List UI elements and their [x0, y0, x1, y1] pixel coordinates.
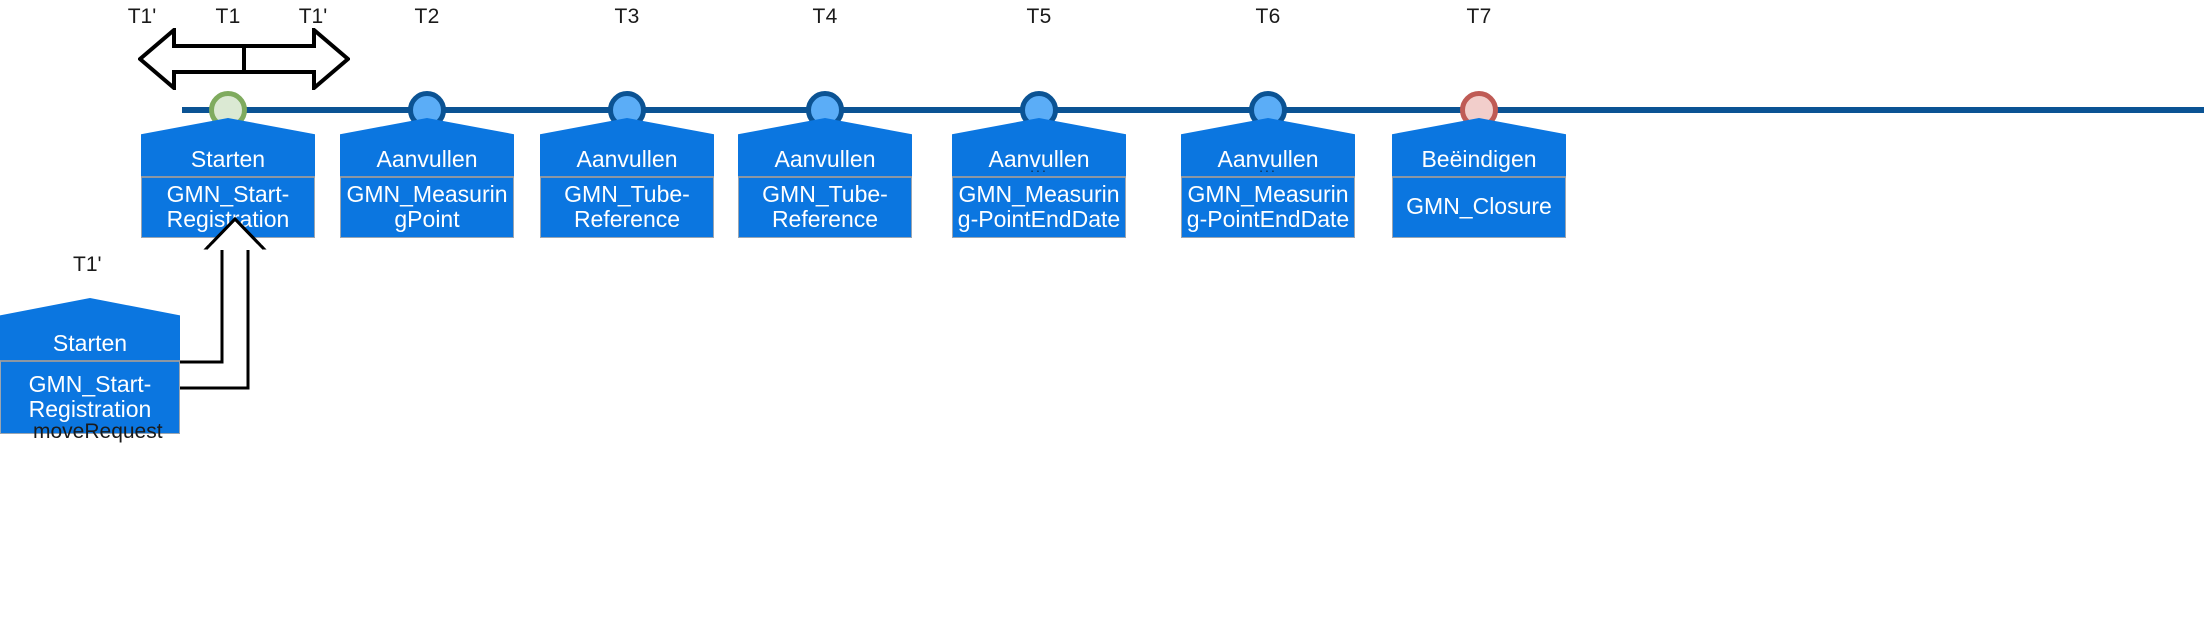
- event-detached-gmn-start-registration[interactable]: Starten GMN_Start-Registration: [0, 298, 180, 434]
- shift-left-tag: T1': [127, 5, 157, 28]
- event-name-box: GMN_Start-Registration: [141, 176, 315, 238]
- event-name-label: GMN_MeasuringPoint: [346, 180, 508, 232]
- timeline-axis: [182, 107, 2204, 113]
- event-name-box: GMN_Start-Registration: [0, 360, 180, 434]
- event-kind-banner: Starten: [141, 118, 315, 176]
- event-name-box: GMN_Tube-Reference: [540, 176, 714, 238]
- shift-left-arrow-icon: [136, 25, 246, 95]
- event-kind-label: Aanvullen: [376, 146, 478, 172]
- event-name-box: GMN_Tube-Reference: [738, 176, 912, 238]
- shift-right-tag: T1': [298, 5, 328, 28]
- event-name-box: GMN_Closure: [1392, 176, 1566, 238]
- event-kind-label: Starten: [190, 146, 266, 172]
- timeline-label-t2: T2: [414, 5, 440, 28]
- event-kind-banner: Starten: [0, 298, 180, 360]
- event-ellipsis-icon: ...: [1030, 159, 1048, 175]
- event-kind-label: Aanvullen: [774, 146, 876, 172]
- event-name-label: GMN_Closure: [1406, 193, 1552, 220]
- event-name-box: GMN_Measuring-PointEndDate: [952, 176, 1126, 238]
- event-name-label: GMN_Tube-Reference: [564, 180, 690, 232]
- timeline-label-t6: T6: [1255, 5, 1281, 28]
- event-name-box: GMN_Measuring-PointEndDate: [1181, 176, 1355, 238]
- timeline-label-t4: T4: [812, 5, 838, 28]
- event-name-label: GMN_Measuring-PointEndDate: [1186, 180, 1350, 232]
- move-request-footnote: moveRequest: [33, 420, 163, 443]
- event-kind-banner: Aanvullen: [340, 118, 514, 176]
- event-kind-label: Aanvullen: [988, 146, 1090, 172]
- event-kind-label: Beëindigen: [1421, 146, 1537, 172]
- event-kind-banner: Beëindigen: [1392, 118, 1566, 176]
- event-kind-label: Aanvullen: [1217, 146, 1319, 172]
- detached-event-tag: T1': [73, 253, 102, 276]
- event-name-label: GMN_Start-Registration: [28, 370, 152, 422]
- event-name-label: GMN_Tube-Reference: [762, 180, 888, 232]
- event-kind-banner: Aanvullen...: [1181, 118, 1355, 176]
- timeline-label-t1: T1: [215, 5, 241, 28]
- event-e6-gmn-measuring-pointenddate[interactable]: Aanvullen...GMN_Measuring-PointEndDate: [1181, 118, 1355, 238]
- timeline-label-t3: T3: [614, 5, 640, 28]
- event-ellipsis-icon: ...: [1259, 159, 1277, 175]
- event-kind-banner: Aanvullen: [738, 118, 912, 176]
- event-e5-gmn-measuring-pointenddate[interactable]: Aanvullen...GMN_Measuring-PointEndDate: [952, 118, 1126, 238]
- timeline-label-t5: T5: [1026, 5, 1052, 28]
- event-kind-banner: Aanvullen...: [952, 118, 1126, 176]
- event-kind-label: Starten: [52, 330, 128, 356]
- event-kind-banner: Aanvullen: [540, 118, 714, 176]
- event-name-label: GMN_Measuring-PointEndDate: [957, 180, 1121, 232]
- shift-right-arrow-icon: [242, 25, 352, 95]
- event-kind-label: Aanvullen: [576, 146, 678, 172]
- event-name-label: GMN_Start-Registration: [166, 180, 290, 232]
- event-name-box: GMN_MeasuringPoint: [340, 176, 514, 238]
- timeline-label-t7: T7: [1466, 5, 1492, 28]
